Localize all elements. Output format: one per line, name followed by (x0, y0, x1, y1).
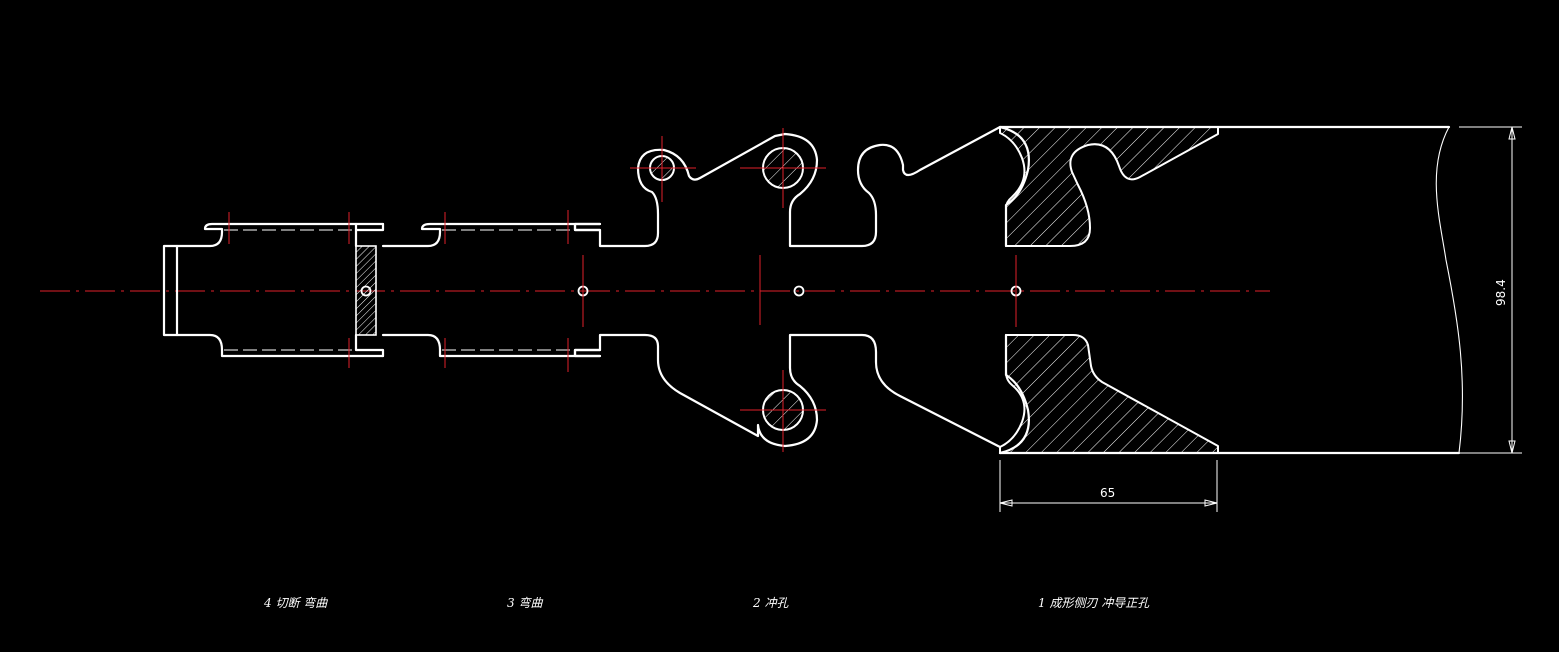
station-3-bottom-flange (381, 333, 602, 358)
station-1-strip (998, 125, 1464, 455)
station-label-3: 3 弯曲 (507, 596, 543, 610)
station-2-top-outline (573, 125, 1030, 248)
station-label-2: 2 冲孔 (752, 596, 789, 610)
station-4-bottom-lip (354, 333, 385, 358)
dimension-height: 98.4 (1459, 126, 1522, 454)
station-4-top-outline (162, 222, 385, 358)
strip-break-line (1435, 126, 1464, 454)
station-3-top-flange (381, 222, 602, 248)
side-cut-notch-bottom (999, 334, 1219, 454)
station-labels: 4 切断 弯曲 3 弯曲 2 冲孔 1 成形侧刃 冲导正孔 (263, 596, 1150, 610)
pilot-hole-icon (793, 285, 805, 297)
station-4-cutoff (162, 212, 385, 368)
dimension-width-label: 65 (1100, 486, 1115, 500)
cutoff-section (355, 245, 377, 336)
station-2-bottom-outline (573, 333, 1030, 455)
dimension-height-label: 98.4 (1494, 279, 1508, 306)
station-label-1: 1 成形侧刃 冲导正孔 (1038, 596, 1150, 610)
station-4-top-lip (354, 222, 385, 248)
station-label-4: 4 切断 弯曲 (263, 596, 328, 610)
dimension-width: 65 (999, 460, 1218, 512)
station-2-punch (573, 125, 1030, 455)
side-cut-notch-top (999, 126, 1219, 247)
station-3-bend (381, 210, 602, 372)
